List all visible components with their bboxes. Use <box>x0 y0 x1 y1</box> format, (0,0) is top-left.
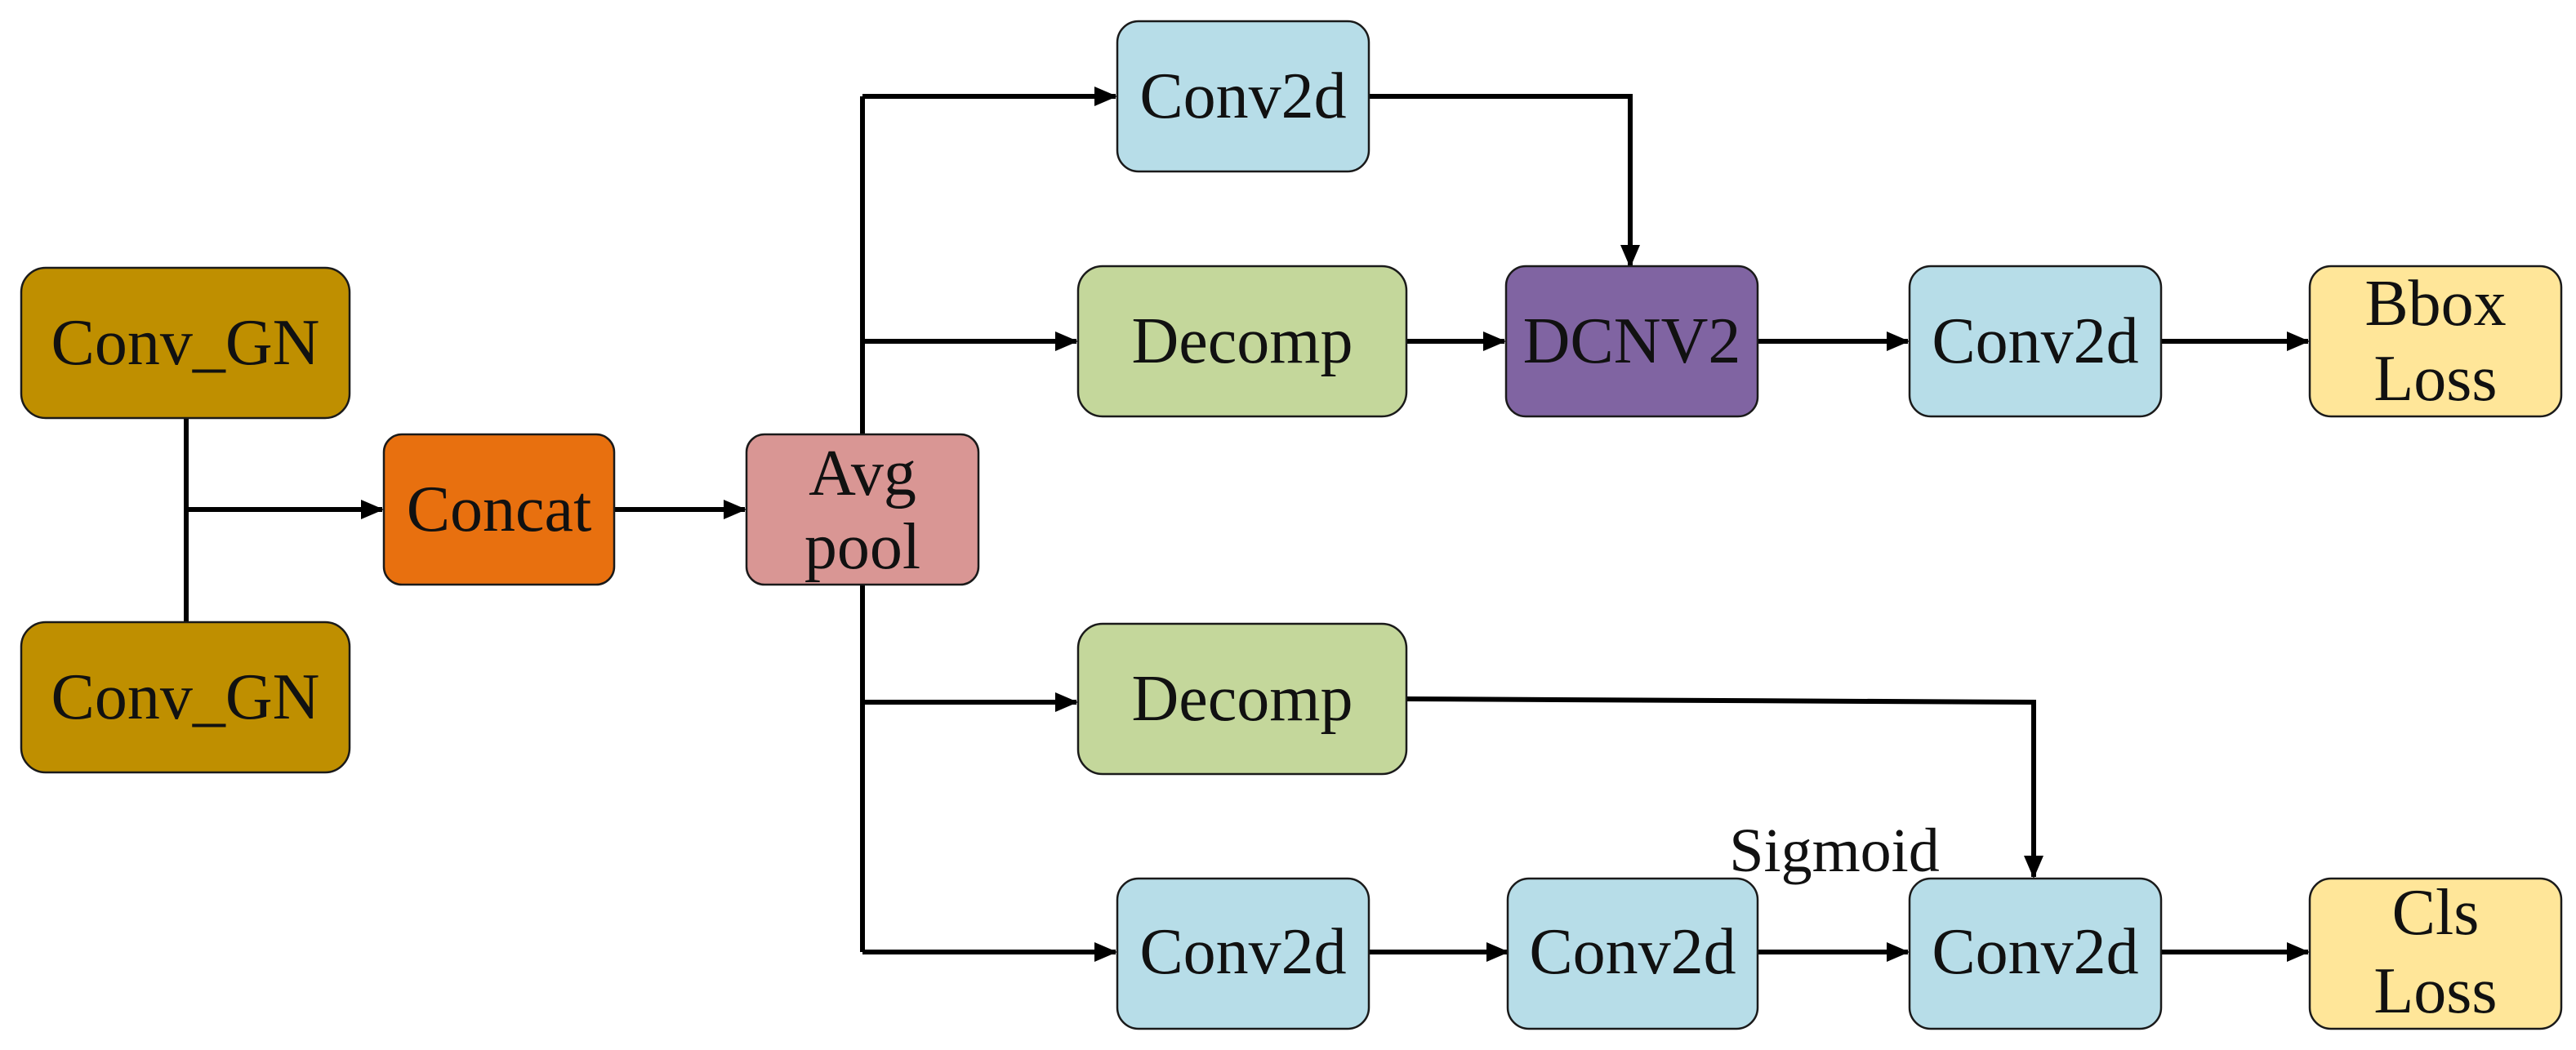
node-cls-loss-label-line1: Cls <box>2392 877 2480 949</box>
node-decomp-bottom-box <box>1076 622 1408 776</box>
node-conv2d-top: Conv2d <box>1116 20 1370 173</box>
sigmoid-annotation: Sigmoid <box>1729 816 1940 885</box>
node-avgpool: Avg pool <box>745 433 980 586</box>
node-conv-gn-bottom-box <box>20 621 351 774</box>
node-avgpool-label-line1: Avg <box>809 438 916 509</box>
node-conv2d-cls2: Conv2d <box>1506 877 1759 1030</box>
edge-conv2d-top-to-dcnv2 <box>1369 94 1640 268</box>
node-conv-gn-bottom: Conv_GN <box>20 621 351 774</box>
node-decomp-top: Decomp <box>1076 265 1408 418</box>
node-conv2d-cls3-box <box>1908 877 2163 1030</box>
node-conv2d-top-label: Conv2d <box>1139 60 1346 132</box>
node-conv2d-cls1: Conv2d <box>1116 877 1370 1030</box>
node-dcnv2-box <box>1504 265 1759 418</box>
node-conv2d-cls1-box <box>1116 877 1370 1030</box>
node-conv-gn-top-label: Conv_GN <box>51 307 320 379</box>
node-decomp-top-box <box>1076 265 1408 418</box>
node-concat: Concat <box>382 433 616 586</box>
node-conv2d-reg-box <box>1908 265 2163 418</box>
node-concat-box <box>382 433 616 586</box>
node-bbox-loss-label-line2: Loss <box>2373 343 2497 415</box>
node-cls-loss: Cls Loss <box>2308 877 2563 1030</box>
node-bbox-loss-box <box>2308 265 2563 418</box>
node-avgpool-label-line2: pool <box>804 511 920 583</box>
node-bbox-loss: Bbox Loss <box>2308 265 2563 418</box>
node-conv2d-top-box <box>1116 20 1370 173</box>
node-conv2d-reg-label: Conv2d <box>1932 305 2138 377</box>
node-conv-gn-bottom-label: Conv_GN <box>51 661 320 733</box>
node-conv-gn-top: Conv_GN <box>20 266 351 420</box>
node-conv2d-cls2-box <box>1506 877 1759 1030</box>
node-decomp-top-label: Decomp <box>1131 305 1353 377</box>
node-decomp-bottom-label: Decomp <box>1131 663 1353 735</box>
edge-decomp-bottom-to-conv2d-cls3 <box>1406 696 2043 879</box>
node-bbox-loss-label-line1: Bbox <box>2364 268 2506 340</box>
node-conv2d-cls1-label: Conv2d <box>1139 916 1346 988</box>
node-conv2d-cls3-label: Conv2d <box>1932 916 2138 988</box>
node-avgpool-box <box>745 433 980 586</box>
node-cls-loss-box <box>2308 877 2563 1030</box>
node-dcnv2-label: DCNV2 <box>1523 305 1741 377</box>
node-conv2d-cls3: Conv2d <box>1908 877 2163 1030</box>
node-conv2d-cls2-label: Conv2d <box>1529 916 1736 988</box>
node-concat-label: Concat <box>407 474 592 545</box>
node-dcnv2: DCNV2 <box>1504 265 1759 418</box>
edges <box>184 87 2310 962</box>
node-cls-loss-label-line2: Loss <box>2373 955 2497 1027</box>
node-conv2d-reg: Conv2d <box>1908 265 2163 418</box>
node-conv-gn-top-box <box>20 266 351 420</box>
node-decomp-bottom: Decomp <box>1076 622 1408 776</box>
